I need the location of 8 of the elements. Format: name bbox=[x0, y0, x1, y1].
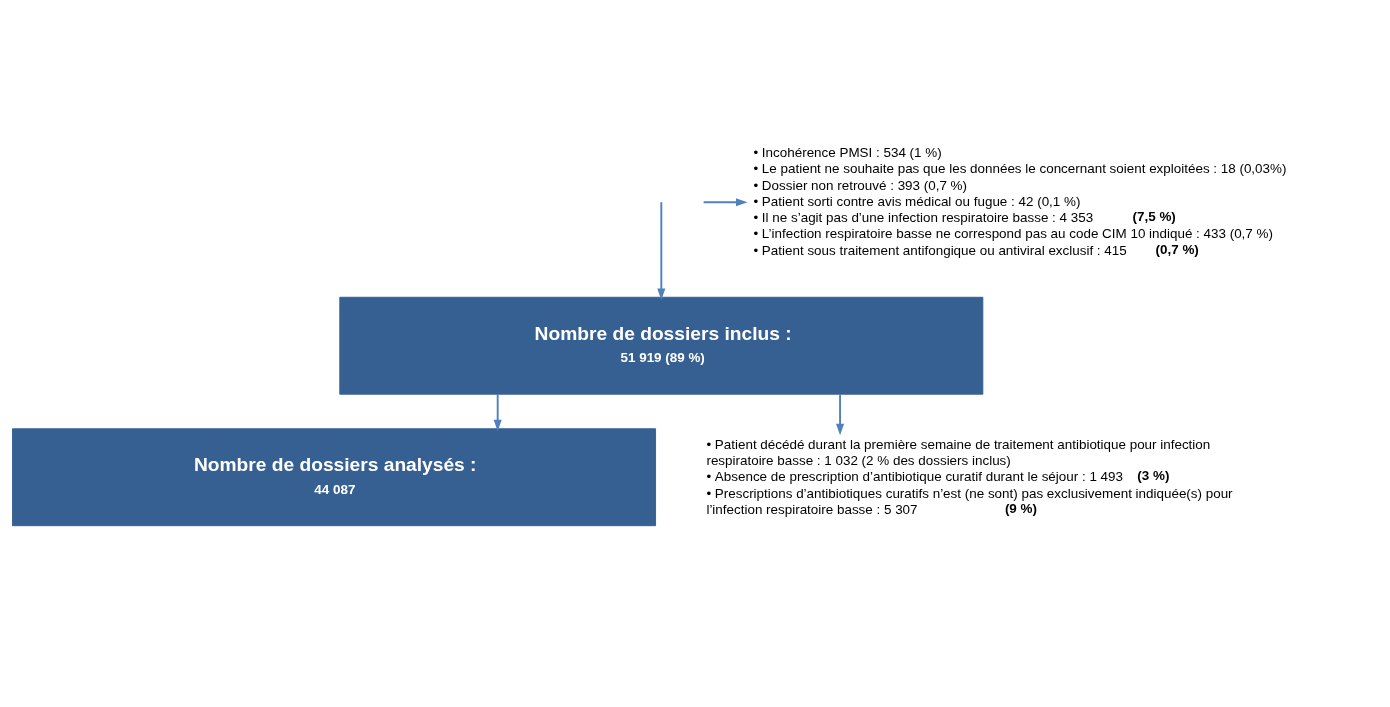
node-text: • Incohérence PMSI : 534 (1 %) • Le patient ne souhaite pas que les données le concernant soient exploitées : 18 (0,03%) • Dossier non retrouvé : 393 (0,7 %) • Patient sorti contre avis médical ou fugue : 42 (0,1 %) • Il ne s’agit pas d’une infection respiratoire basse : 4 353 (7,5 %) • L’infection respiratoire basse ne correspond pas au code CIM 10 indiqué : 433 (0,7 %) • Patient sous traitement antifongique ou antiviral exclusif : 415 (0,7 %) bbox=[753, 144, 1287, 258]
arrow bbox=[493, 392, 502, 431]
arrow bbox=[702, 197, 748, 206]
node-text: • Patient décédé durant la première semaine de traitement antibiotique pour infection respiratoire basse : 1 032 (2 % des dossiers inclus) • Absence de prescription d’antibiotique curatif durant le séjour : 1 493 (3 %) • Prescriptions d’antibiotiques curatifs n’est (ne sont) pas exclusivement indiquée(s) pour l’infection respiratoire basse : 5 307 (9 %) bbox=[706, 436, 1233, 517]
arrow bbox=[657, 200, 666, 300]
arrow bbox=[836, 392, 845, 435]
node-box: Nombre de dossiers analysés : 44 087 bbox=[12, 427, 657, 526]
node-box: Nombre de dossiers inclus : 51 919 (89 %) bbox=[339, 296, 984, 395]
